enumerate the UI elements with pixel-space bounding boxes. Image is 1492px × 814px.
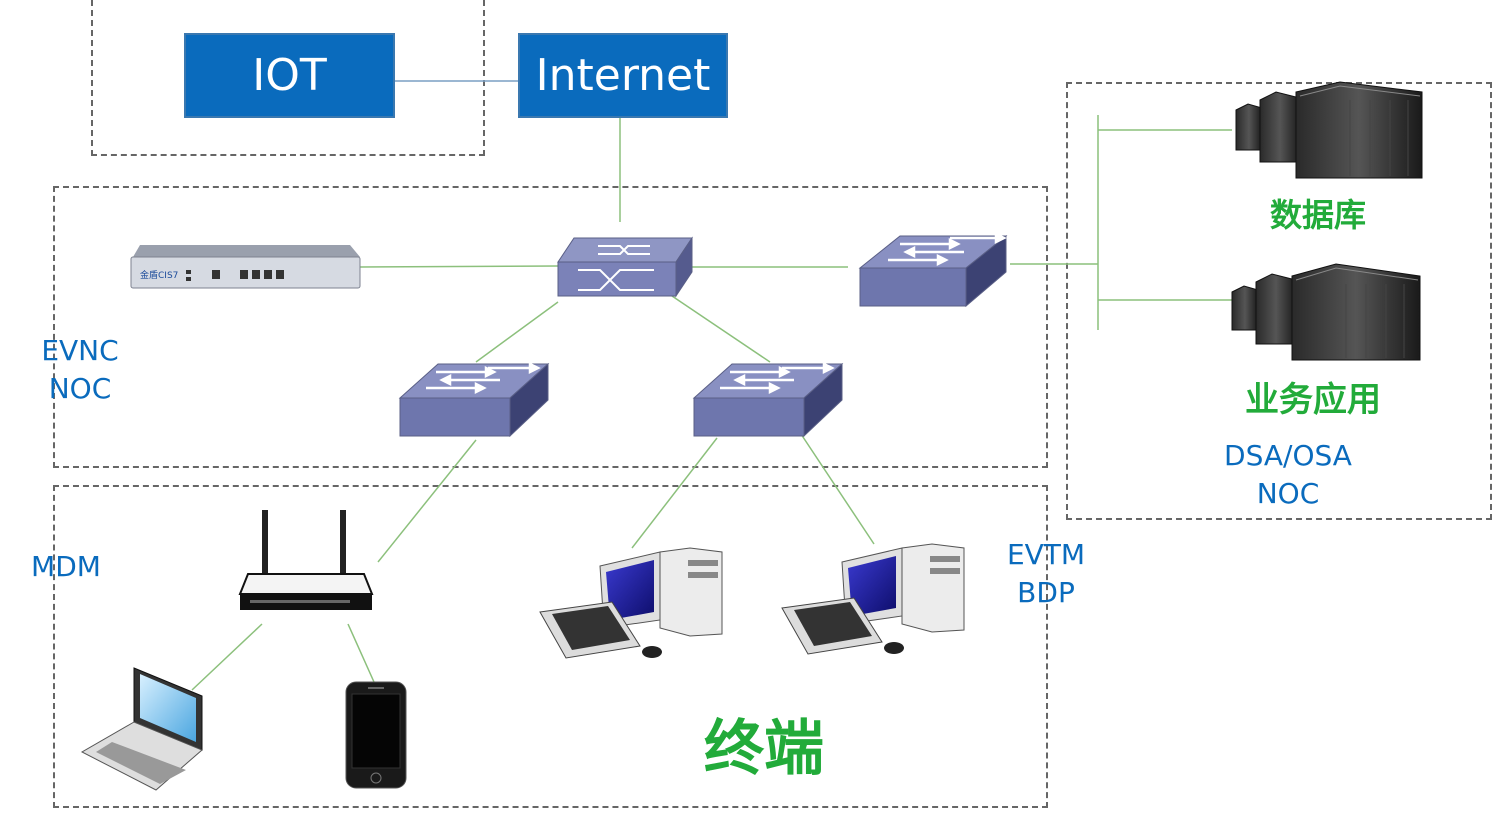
internet-box: Internet: [518, 33, 728, 118]
business-app-servers: [1231, 263, 1421, 361]
evtm-label: EVTM: [1006, 538, 1086, 571]
link-lines: [191, 80, 1232, 691]
core-network-zone: [53, 186, 1048, 468]
access-switch-middle: [692, 361, 844, 438]
terminal-label: 终端: [704, 714, 824, 784]
cloud-zone: [91, 0, 485, 156]
terminal-zone: [53, 485, 1048, 808]
dsa-noc-label: NOC: [1198, 475, 1378, 513]
desktop-computer-1: [539, 547, 723, 659]
wireless-router: [238, 510, 374, 610]
evnc-label: EVNC: [41, 334, 119, 367]
smartphone: [345, 681, 407, 789]
laptop-computer: [80, 667, 203, 791]
database-label: 数据库: [1270, 196, 1367, 234]
noc-label: NOC: [48, 372, 112, 405]
business-app-label: 业务应用: [1245, 380, 1381, 420]
firewall-device: 金盾CIS7: [130, 245, 361, 289]
core-switch: [557, 236, 693, 298]
datacenter-zone: [1066, 82, 1492, 520]
iot-box: IOT: [184, 33, 395, 118]
firewall-brand-label: 金盾CIS7: [140, 269, 178, 281]
access-switch-left: [398, 361, 550, 438]
mdm-label: MDM: [31, 550, 101, 583]
dsa-osa-label: DSA/OSA: [1198, 437, 1378, 475]
desktop-computer-2: [781, 543, 965, 655]
database-servers: [1235, 81, 1423, 179]
bdp-label: BDP: [1017, 576, 1075, 609]
access-switch-right: [858, 231, 1008, 308]
